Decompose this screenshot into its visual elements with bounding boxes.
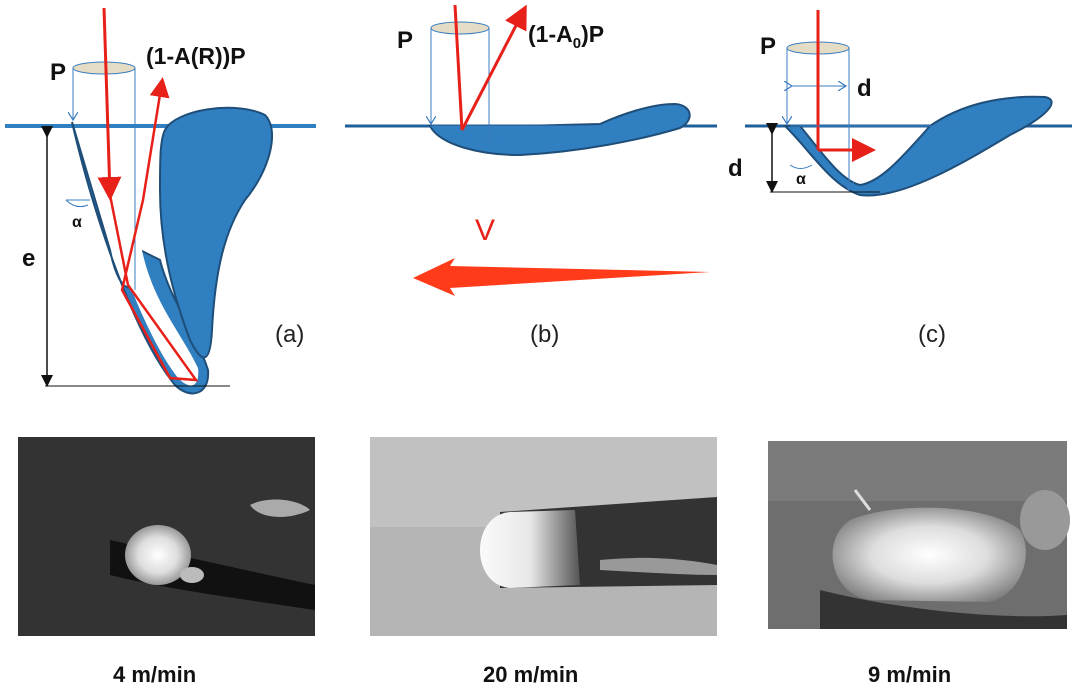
panel-c: P d d α (c) xyxy=(728,10,1072,348)
beam-label: P xyxy=(760,33,776,60)
speed-label-3: 9 m/min xyxy=(868,662,951,687)
depth-label: d xyxy=(728,155,743,182)
beam-label: P xyxy=(50,59,66,86)
diameter-label: d xyxy=(857,75,872,102)
panel-a: P (1-A(R))P e α (a) xyxy=(5,7,316,395)
speed-label-2: 20 m/min xyxy=(483,662,578,687)
caption-c: (c) xyxy=(918,321,946,348)
beam-label: P xyxy=(397,27,413,54)
velocity-label: V xyxy=(475,214,495,247)
photo-4-m-min xyxy=(18,437,315,636)
caption-b: (b) xyxy=(530,321,559,348)
photo-20-m-min xyxy=(370,437,717,636)
panel-b: P (1-A0)P V (b) xyxy=(345,4,717,348)
angle-label: α xyxy=(72,214,82,231)
reflected-label: (1-A0)P xyxy=(528,21,604,52)
caption-a: (a) xyxy=(275,321,304,348)
melt-pool xyxy=(158,106,273,359)
photo-9-m-min xyxy=(768,441,1070,629)
angle-label: α xyxy=(796,171,806,188)
speed-label-1: 4 m/min xyxy=(113,662,196,687)
melt-pool xyxy=(782,95,1053,197)
depth-label: e xyxy=(22,245,35,272)
reflected-beam xyxy=(108,77,199,382)
reflected-label: (1-A(R))P xyxy=(146,43,246,69)
velocity-arrow xyxy=(413,258,710,296)
